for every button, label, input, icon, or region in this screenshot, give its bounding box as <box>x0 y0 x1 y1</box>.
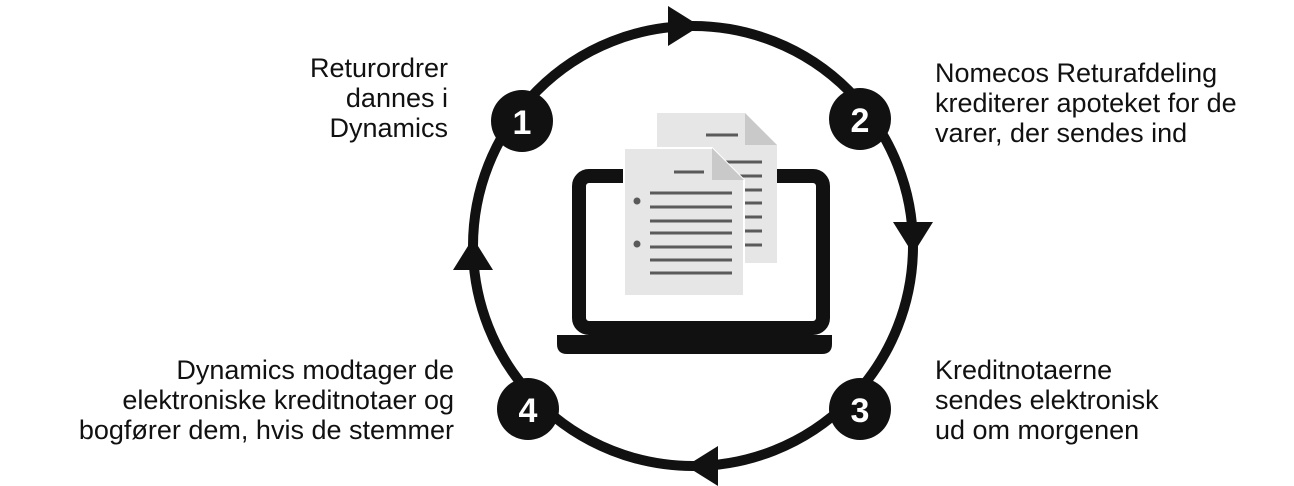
step-3-line-3: ud om morgenen <box>935 415 1140 445</box>
step-2-label: Nomecos Returafdeling krediterer apoteke… <box>935 58 1237 148</box>
step-4-badge: 4 <box>497 378 559 440</box>
arrow-bottom-icon <box>686 446 718 486</box>
step-4-label: Dynamics modtager de elektroniske kredit… <box>79 355 454 445</box>
arrow-right-icon <box>893 222 933 254</box>
step-4-number: 4 <box>519 392 538 430</box>
step-1-number: 1 <box>513 104 532 142</box>
step-1-line-3: Dynamics <box>329 113 448 143</box>
step-2-line-1: Nomecos Returafdeling <box>935 58 1218 88</box>
step-1-label: Returordrer dannes i Dynamics <box>310 53 448 143</box>
circular-arrows-icon <box>453 6 933 486</box>
step-1-line-2: dannes i <box>345 83 448 113</box>
step-3-badge: 3 <box>829 378 891 440</box>
step-4-line-1: Dynamics modtager de <box>176 355 454 385</box>
arrow-left-icon <box>453 238 493 270</box>
step-3-label: Kreditnotaerne sendes elektronisk ud om … <box>935 355 1159 445</box>
step-2-line-3: varer, der sendes ind <box>935 118 1188 148</box>
step-4-line-3: bogfører dem, hvis de stemmer <box>78 415 454 445</box>
step-2-number: 2 <box>851 102 870 140</box>
step-1-badge: 1 <box>491 90 553 152</box>
arrow-top-icon <box>668 6 700 46</box>
document-front-icon <box>623 147 745 297</box>
laptop-base <box>557 335 832 354</box>
step-4-line-2: elektroniske kreditnotaer og <box>122 385 454 415</box>
step-1-line-1: Returordrer <box>309 53 448 83</box>
step-2-badge: 2 <box>829 88 891 150</box>
step-3-line-2: sendes elektronisk <box>935 385 1159 415</box>
step-2-line-2: krediterer apoteket for de <box>935 88 1237 118</box>
laptop-with-documents-icon <box>557 113 832 354</box>
step-3-line-1: Kreditnotaerne <box>935 355 1113 385</box>
step-3-number: 3 <box>851 392 870 430</box>
